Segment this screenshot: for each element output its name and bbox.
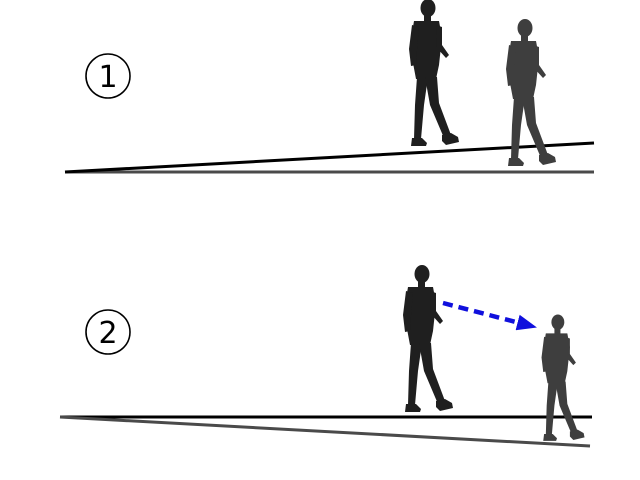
uphill-slope-1 xyxy=(64,141,595,174)
step-number-2: 2 xyxy=(98,316,117,351)
step-marker-1: 1 xyxy=(85,53,131,99)
walking-person-icon-front-1 xyxy=(409,0,459,146)
walking-person-icon-rear-2 xyxy=(541,314,585,441)
walking-person-icon-rear-1 xyxy=(506,19,556,166)
step-circle-1 xyxy=(85,53,131,99)
step-marker-2: 2 xyxy=(85,309,131,355)
dashed-arrow-icon xyxy=(442,300,537,331)
panel-2: 2 xyxy=(59,265,592,448)
step-number-1: 1 xyxy=(98,60,117,95)
step-circle-2 xyxy=(85,309,131,355)
downhill-slope-2 xyxy=(59,415,591,448)
walking-person-icon-front-2 xyxy=(403,265,453,412)
panel-1: 1 xyxy=(64,0,595,174)
